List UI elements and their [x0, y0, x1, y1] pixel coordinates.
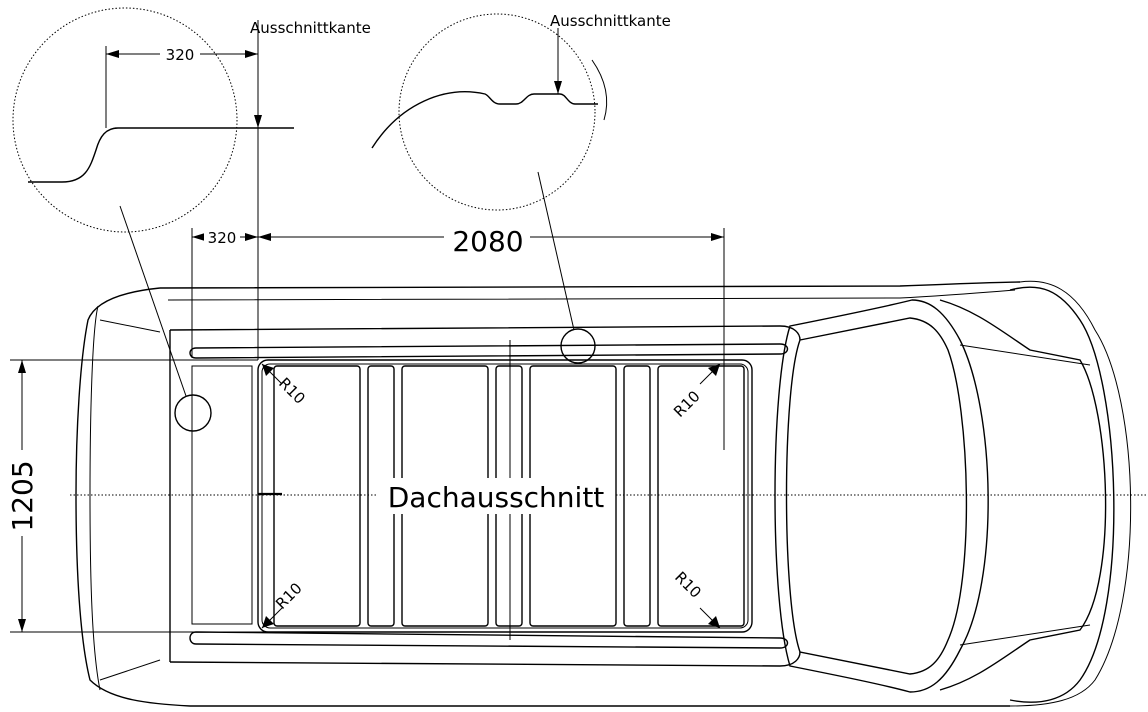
radius-label-bottom-left: R10 [272, 579, 306, 613]
cut-edge-label-left: Ausschnittkante [250, 19, 371, 37]
radius-markers [261, 363, 721, 629]
roof-cutout [191, 340, 753, 640]
radius-label-top-left: R10 [275, 374, 309, 408]
dimension-length-label: 2080 [452, 225, 523, 258]
dimension-offset-label: 320 [208, 229, 237, 247]
vehicle-outline [75, 280, 1132, 707]
radius-label-top-right: R10 [670, 387, 704, 421]
detail-view-right [371, 13, 608, 364]
cutout-title: Dachausschnitt [388, 481, 605, 514]
dimension-width-label: 1205 [6, 460, 39, 531]
radius-label-bottom-right: R10 [671, 568, 705, 602]
detail-dimension-label: 320 [166, 46, 195, 64]
detail-view-left [12, 7, 294, 432]
cut-edge-label-right: Ausschnittkante [550, 12, 671, 30]
